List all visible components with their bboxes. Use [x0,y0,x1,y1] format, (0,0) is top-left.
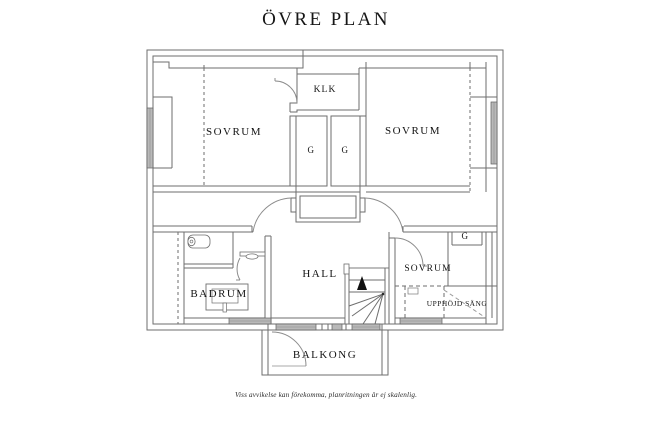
room-label-klk: KLK [314,85,337,95]
window-right-wall [490,101,498,165]
wall-stubs-bottom [321,324,347,330]
disclaimer-note: Viss avvikelse kan förekomma, planritnin… [234,391,418,399]
fixture-toilet [187,234,211,249]
knee-wall-pockets-top [153,61,487,69]
door-arcs-hall-center [252,197,404,233]
window-badrum [228,317,272,325]
door-arc-sovrum-bottom [394,237,427,267]
window-left-wall [146,107,154,169]
room-label-badrum: BADRUM [190,288,247,300]
door-arc-badrum [236,257,241,281]
room-label-garderob-1: G [308,145,315,155]
closets-center [289,115,367,187]
hall-center-closet [290,186,366,223]
room-label-sovrum-bottom: SOVRUM [404,264,451,274]
stair-up-arrow-icon [357,276,367,290]
window-sovrum-bottom [399,317,443,325]
page-title: ÖVRE PLAN [262,9,390,30]
room-label-sovrum-right: SOVRUM [385,125,441,137]
fixture-sink [239,251,266,260]
room-sovrum-bottom [388,232,497,325]
room-klk [289,50,367,113]
door-arc-klk [274,78,298,104]
room-sovrum-left [152,62,297,193]
room-label-balkong: BALKONG [293,349,357,361]
staircase [343,263,390,325]
room-label-garderob-2: G [342,145,349,155]
room-sovrum-right [365,62,497,193]
fixture-shower [205,283,249,313]
room-hall [271,317,346,325]
upphojd-sang-outline [404,286,487,319]
room-label-upphojd-sang: UPPHÖJD SÄNG [427,299,488,308]
room-label-garderob-3: G [462,231,469,241]
door-arc-balkong [271,331,307,367]
windows-balcony-wall [275,323,381,331]
room-label-hall: HALL [302,268,337,280]
hall-top-walls [153,225,497,233]
room-label-sovrum-left: SOVRUM [206,126,262,138]
